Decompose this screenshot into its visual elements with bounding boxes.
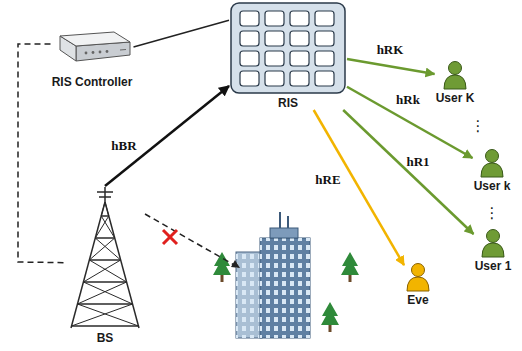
user-terminal: User 1 — [474, 228, 513, 273]
ris-element — [265, 31, 284, 46]
person-body — [481, 163, 503, 177]
channel-label: hR1 — [406, 155, 429, 169]
person-head — [412, 264, 425, 277]
tree — [341, 252, 359, 282]
ris-element — [315, 11, 334, 26]
tree — [321, 302, 339, 332]
ris-element — [240, 11, 259, 26]
controller-device: RIS Controller — [51, 30, 134, 89]
ellipsis-mark: ⋮ — [471, 118, 486, 134]
node-label: User K — [435, 91, 476, 105]
node-label: User k — [473, 179, 512, 193]
blocked-path — [145, 214, 240, 268]
ris-surface: RIS — [229, 2, 347, 110]
ris-element — [290, 71, 309, 86]
tower-lattice — [71, 187, 139, 328]
roof-antenna — [279, 212, 281, 228]
node-label: BS — [64, 331, 146, 345]
roof-antenna — [287, 216, 289, 228]
building-side — [236, 252, 262, 338]
ris-element — [315, 51, 334, 66]
node-icon — [52, 30, 132, 74]
ris-element — [315, 71, 334, 86]
ris-element — [240, 51, 259, 66]
tree — [213, 252, 231, 282]
trees — [213, 252, 359, 332]
channel-link — [105, 86, 229, 186]
node-icon — [479, 148, 505, 178]
ellipsis-mark: ⋮ — [485, 205, 500, 221]
user-terminal: Eve — [404, 262, 432, 307]
ris-panel — [231, 3, 345, 93]
building-windows — [260, 238, 310, 338]
controller-slot — [120, 49, 126, 51]
node-label: RIS — [229, 96, 347, 110]
base-station: BS — [64, 186, 146, 345]
user-terminal: User k — [473, 148, 512, 193]
person-head — [487, 230, 500, 243]
channel-link — [347, 59, 435, 74]
node-icon — [65, 186, 145, 330]
building-windows — [236, 252, 262, 338]
node-icon — [480, 228, 506, 258]
ris-element — [290, 11, 309, 26]
ris-element — [290, 51, 309, 66]
blocked-arrowhead — [231, 260, 240, 268]
channel-link — [343, 110, 473, 234]
ris-element — [315, 31, 334, 46]
node-icon — [405, 262, 431, 292]
controller-led — [92, 51, 95, 54]
controller-led — [99, 51, 102, 54]
person-head — [486, 150, 499, 163]
channel-link — [134, 20, 230, 47]
node-label: User 1 — [474, 259, 513, 273]
ris-element — [240, 31, 259, 46]
controller-led — [106, 50, 109, 53]
controller-led — [85, 52, 88, 55]
blocked-link — [145, 214, 236, 266]
building — [236, 212, 310, 338]
ris-element — [265, 51, 284, 66]
person-body — [407, 277, 429, 291]
block-cross — [163, 230, 177, 244]
ris-element — [290, 31, 309, 46]
ris-element — [265, 71, 284, 86]
controller-top — [60, 32, 130, 46]
block-cross — [163, 230, 177, 244]
node-label: Eve — [404, 293, 432, 307]
person-body — [444, 75, 466, 89]
channel-label: hBR — [111, 139, 136, 153]
node-icon — [442, 60, 468, 90]
person-head — [449, 62, 462, 75]
building-roof — [270, 228, 298, 238]
node-icon — [230, 2, 346, 94]
ris-element — [265, 11, 284, 26]
person-body — [482, 243, 504, 257]
channel-label: hRE — [315, 173, 340, 187]
channel-label: hRk — [396, 93, 420, 107]
user-terminal: User K — [435, 60, 476, 105]
building-front — [260, 238, 310, 338]
channel-link — [314, 110, 404, 265]
channel-label: hRK — [377, 43, 404, 57]
ris-element — [240, 71, 259, 86]
node-label: RIS Controller — [51, 75, 134, 89]
